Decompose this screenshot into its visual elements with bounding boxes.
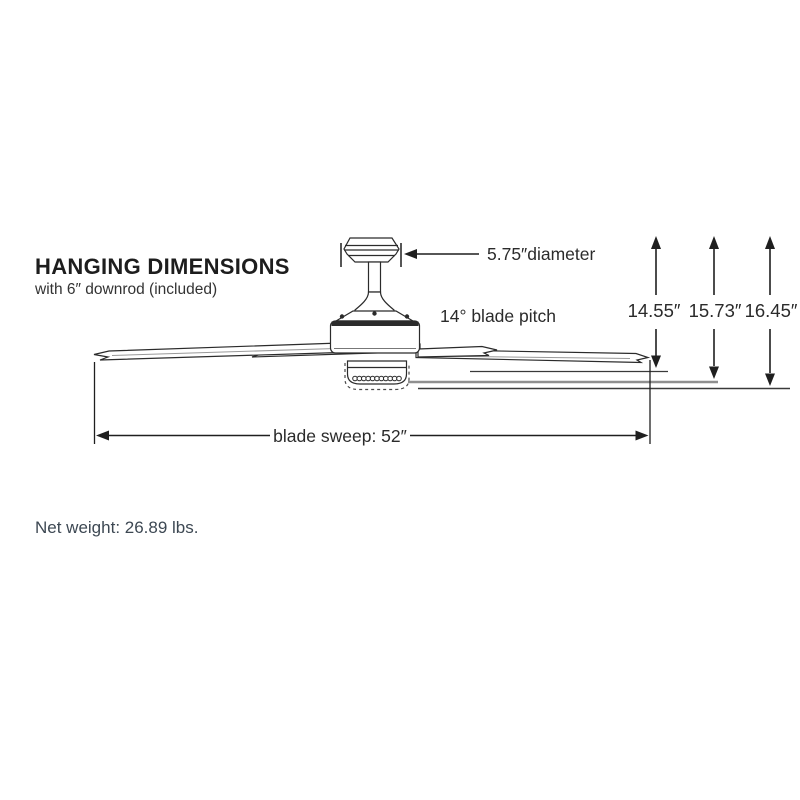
arrow-up-icon — [709, 236, 719, 249]
arrow-down-icon — [765, 373, 775, 386]
fan-motor — [329, 310, 421, 354]
fan-canopy — [343, 237, 400, 263]
fan-blade — [417, 345, 498, 358]
height-dimension-2 — [709, 236, 719, 379]
arrow-up-icon — [651, 236, 661, 249]
height-dimension-3 — [765, 236, 775, 386]
net-weight-text: Net weight: 26.89 lbs. — [35, 518, 199, 537]
mount-bolt — [372, 311, 377, 316]
height-label-2: 15.73″ — [689, 300, 742, 321]
arrow-down-icon — [651, 355, 661, 368]
height-dimensions: 14.55″ 15.73″ 16.45″ — [628, 236, 798, 386]
canopy-diameter-dimension: 5.75″diameter — [340, 243, 596, 267]
arrow-left-icon — [96, 430, 109, 441]
motor-top-band — [331, 321, 419, 326]
blade-sweep-label: blade sweep: 52″ — [273, 426, 407, 446]
arrow-left-icon — [404, 249, 417, 259]
fan-downrod — [367, 261, 382, 293]
fan-blade — [93, 342, 341, 361]
light-kit-beads — [352, 375, 402, 382]
height-dimension-1 — [651, 236, 661, 368]
motor-housing — [329, 320, 421, 354]
fan-light-kit — [344, 360, 410, 391]
page-title: HANGING DIMENSIONS — [35, 254, 290, 279]
reference-lines — [408, 370, 790, 390]
height-label-1: 14.55″ — [628, 300, 681, 321]
height-label-3: 16.45″ — [745, 300, 798, 321]
downrod-coupling — [354, 291, 395, 314]
page-subtitle: with 6″ downrod (included) — [35, 281, 218, 299]
blade-sweep-dimension: blade sweep: 52″ — [93, 360, 651, 446]
blade-pitch-label: 14° blade pitch — [440, 306, 556, 326]
arrow-right-icon — [635, 430, 649, 441]
blade-shading-line — [111, 348, 337, 356]
mount-bolt — [339, 314, 345, 319]
mount-bolt — [404, 314, 410, 319]
light-kit-dashed-outline — [344, 363, 410, 391]
arrow-up-icon — [765, 236, 775, 249]
arrow-down-icon — [709, 366, 719, 379]
title-block: HANGING DIMENSIONS with 6″ downrod (incl… — [35, 254, 290, 299]
ceiling-fan-drawing — [93, 237, 651, 391]
canopy-diameter-label: 5.75″diameter — [487, 244, 596, 264]
